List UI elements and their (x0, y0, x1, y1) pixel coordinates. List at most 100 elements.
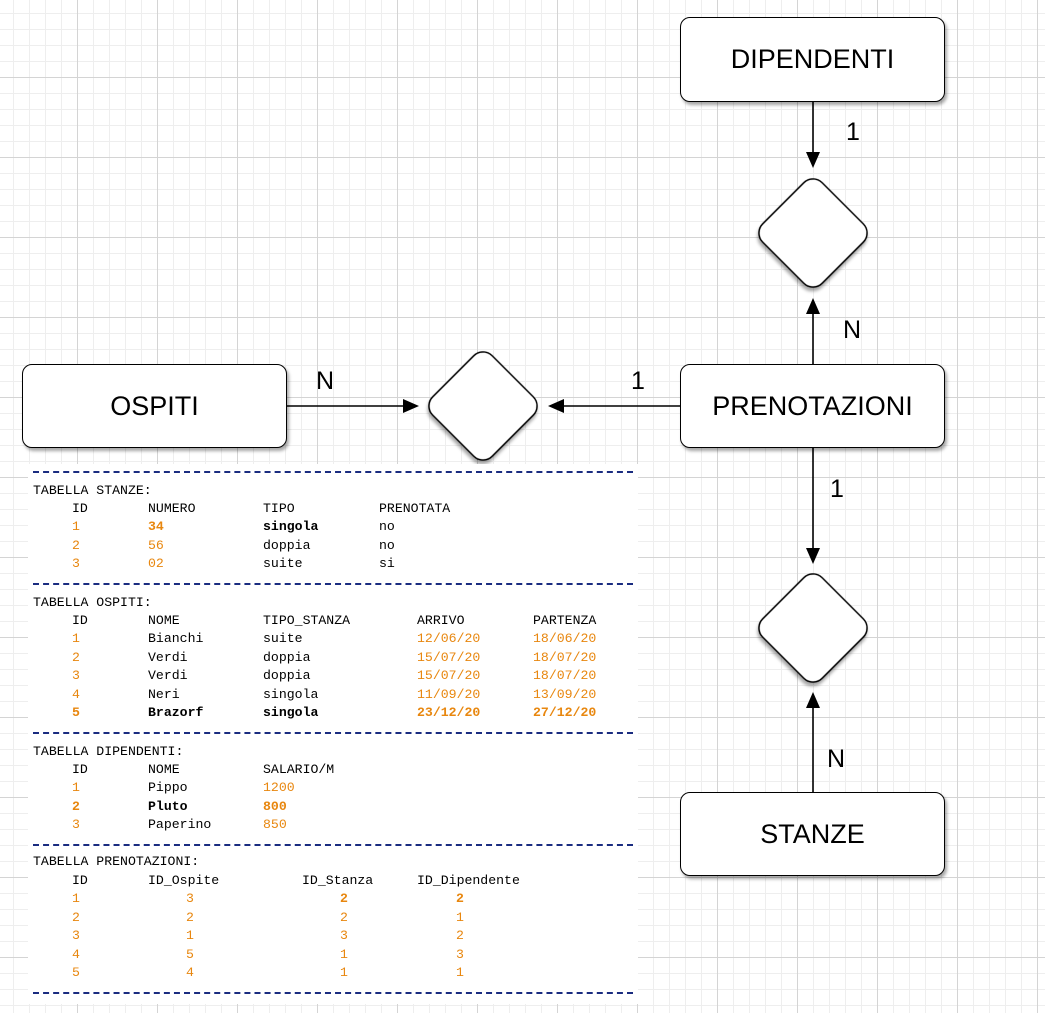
table-ospiti-cell: doppia (263, 650, 311, 665)
entity-ospiti[interactable]: OSPITI (22, 364, 287, 448)
table-dipendenti-cell: 2 (72, 799, 80, 814)
table-ospiti-cell: 4 (72, 687, 80, 702)
separator-line (33, 583, 633, 585)
relation-diamond-stanze[interactable] (754, 569, 873, 688)
table-prenotazioni-title: TABELLA PRENOTAZIONI: (33, 854, 200, 869)
table-dipendenti-cell: 800 (263, 799, 287, 814)
arrowhead-down-into-stanze-relation (806, 548, 820, 564)
table-stanze-cell: singola (263, 519, 319, 534)
table-ospiti-cell: 5 (72, 705, 80, 720)
table-ospiti-cell: 18/07/20 (533, 650, 597, 665)
table-dipendenti-header-nome: NOME (148, 762, 180, 777)
table-stanze-cell: 02 (148, 556, 164, 571)
entity-dipendenti[interactable]: DIPENDENTI (680, 17, 945, 102)
table-prenotazioni-cell: 1 (456, 965, 464, 980)
table-prenotazioni-cell: 3 (72, 928, 80, 943)
table-ospiti-header-partenza: PARTENZA (533, 613, 597, 628)
table-stanze-cell: no (379, 538, 395, 553)
cardinality-dipendenti: 1 (846, 118, 860, 146)
cardinality-stanze: N (827, 745, 846, 773)
table-dipendenti-cell: 1200 (263, 780, 295, 795)
table-ospiti-cell: 23/12/20 (417, 705, 481, 720)
table-dipendenti-header-id: ID (72, 762, 88, 777)
entity-stanze[interactable]: STANZE (680, 792, 945, 876)
table-prenotazioni-cell: 1 (456, 910, 464, 925)
separator-line (33, 844, 633, 846)
table-dipendenti-cell: Pippo (148, 780, 188, 795)
table-ospiti-cell: suite (263, 631, 303, 646)
table-prenotazioni-cell: 3 (186, 891, 194, 906)
table-stanze-cell: 2 (72, 538, 80, 553)
cardinality-prenotazioni-osp: 1 (631, 367, 645, 395)
table-ospiti-cell: 12/06/20 (417, 631, 481, 646)
arrowhead-left-into-osp-relation (548, 399, 564, 413)
entity-prenotazioni-label: PRENOTAZIONI (712, 390, 913, 421)
separator-line (33, 732, 633, 734)
arrowhead-up-into-dip-relation (806, 298, 820, 314)
table-ospiti-cell: singola (263, 687, 319, 702)
table-prenotazioni-cell: 1 (186, 928, 194, 943)
table-prenotazioni-cell: 1 (340, 965, 348, 980)
table-dipendenti-cell: Paperino (148, 817, 212, 832)
table-ospiti-cell: 15/07/20 (417, 650, 481, 665)
table-ospiti-cell: Neri (148, 687, 180, 702)
table-ospiti-cell: 27/12/20 (533, 705, 597, 720)
table-ospiti-cell: doppia (263, 668, 311, 683)
separator-line (33, 992, 633, 994)
table-prenotazioni-cell: 4 (72, 947, 80, 962)
table-prenotazioni-cell: 2 (340, 910, 348, 925)
table-ospiti-cell: 3 (72, 668, 80, 683)
table-prenotazioni-cell: 2 (72, 910, 80, 925)
cardinality-prenotazioni-stanze: 1 (830, 475, 844, 503)
entity-stanze-label: STANZE (760, 818, 865, 849)
table-ospiti-header-nome: NOME (148, 613, 180, 628)
entity-prenotazioni[interactable]: PRENOTAZIONI (680, 364, 945, 448)
table-ospiti-title: TABELLA OSPITI: (33, 595, 152, 610)
table-ospiti-cell: 18/07/20 (533, 668, 597, 683)
table-prenotazioni-header-id-ospite: ID_Ospite (148, 873, 220, 888)
arrowhead-into-dipendenti-relation (806, 152, 820, 168)
table-prenotazioni-cell: 1 (340, 947, 348, 962)
table-stanze-cell: 3 (72, 556, 80, 571)
table-prenotazioni-cell: 1 (72, 891, 80, 906)
table-ospiti-cell: Verdi (148, 650, 188, 665)
table-ospiti-cell: Verdi (148, 668, 188, 683)
table-prenotazioni-header-id-stanza: ID_Stanza (302, 873, 374, 888)
table-dipendenti-cell: 1 (72, 780, 80, 795)
table-stanze-cell: 1 (72, 519, 80, 534)
tables-panel: TABELLA STANZE: ID NUMERO TIPO PRENOTATA… (28, 464, 638, 1004)
table-prenotazioni-cell: 2 (456, 928, 464, 943)
table-prenotazioni-cell: 2 (456, 891, 464, 906)
table-ospiti-cell: singola (263, 705, 319, 720)
table-prenotazioni-cell: 2 (340, 891, 348, 906)
entity-dipendenti-label: DIPENDENTI (730, 44, 895, 74)
relation-diamond-ospiti[interactable] (424, 347, 543, 466)
arrowhead-into-ospiti-relation (403, 399, 419, 413)
table-dipendenti-cell: 3 (72, 817, 80, 832)
relation-diamond-dipendenti[interactable] (754, 174, 873, 293)
table-ospiti-cell: 15/07/20 (417, 668, 481, 683)
table-stanze-cell: 56 (148, 538, 164, 553)
table-stanze-header-numero: NUMERO (148, 501, 196, 516)
table-dipendenti-title: TABELLA DIPENDENTI: (33, 744, 184, 759)
table-prenotazioni-cell: 4 (186, 965, 194, 980)
table-ospiti-header-arrivo: ARRIVO (417, 613, 465, 628)
arrowhead-up-into-stanze-relation (806, 692, 820, 708)
table-ospiti-cell: 2 (72, 650, 80, 665)
table-dipendenti-cell: Pluto (148, 799, 188, 814)
table-ospiti-header-id: ID (72, 613, 88, 628)
table-stanze-cell: 34 (148, 519, 164, 534)
table-stanze-cell: si (379, 556, 395, 571)
table-ospiti-cell: 13/09/20 (533, 687, 597, 702)
entity-ospiti-label: OSPITI (110, 390, 199, 421)
table-prenotazioni-cell: 3 (456, 947, 464, 962)
table-stanze-cell: doppia (263, 538, 311, 553)
table-stanze-title: TABELLA STANZE: (33, 483, 152, 498)
separator-line (33, 471, 633, 473)
table-ospiti-header-tipo-stanza: TIPO_STANZA (263, 613, 351, 628)
table-stanze-cell: suite (263, 556, 303, 571)
table-stanze-header-tipo: TIPO (263, 501, 295, 516)
table-dipendenti-cell: 850 (263, 817, 287, 832)
table-prenotazioni-cell: 5 (186, 947, 194, 962)
